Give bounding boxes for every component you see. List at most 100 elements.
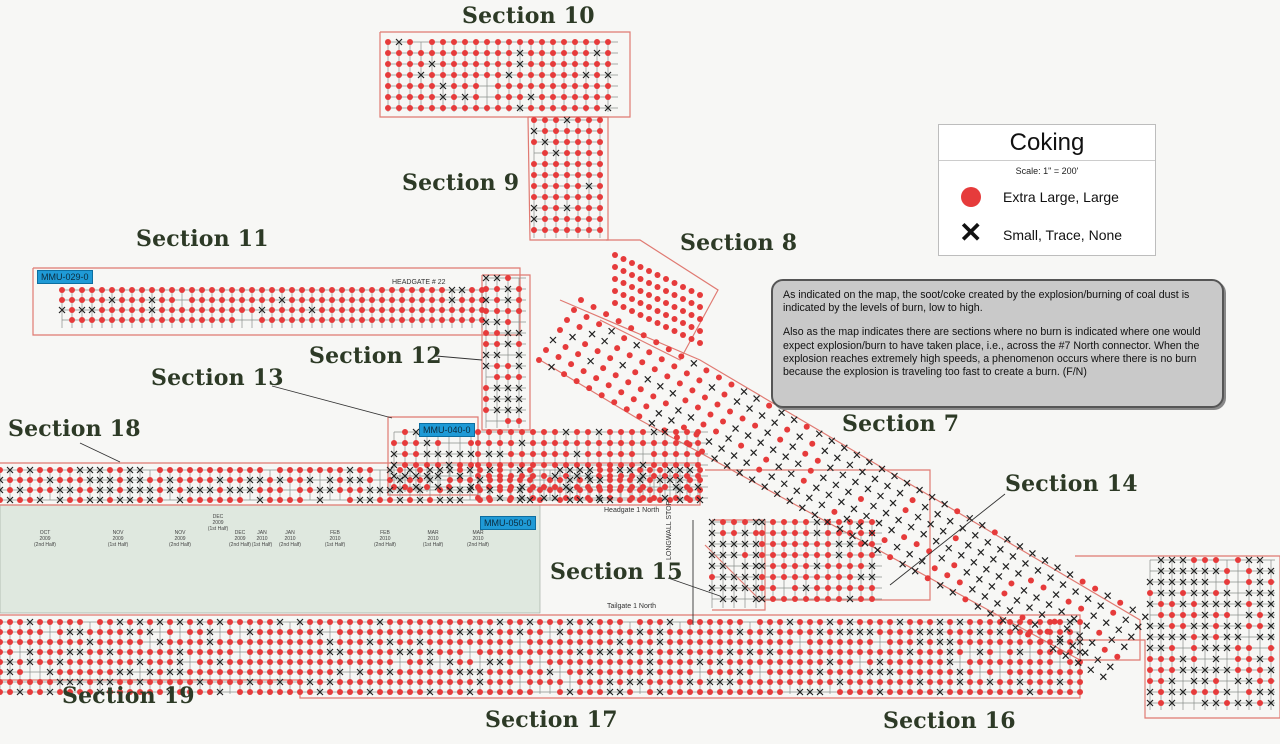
burn-marker xyxy=(137,629,143,635)
no-burn-marker xyxy=(1069,642,1077,650)
no-burn-marker xyxy=(306,476,314,484)
no-burn-marker xyxy=(956,668,964,676)
burn-marker xyxy=(657,467,663,473)
burn-marker xyxy=(237,669,243,675)
no-burn-marker xyxy=(216,688,224,696)
road-headgate-22: HEADGATE # 22 xyxy=(392,279,446,286)
burn-marker xyxy=(770,552,776,558)
burn-marker xyxy=(347,689,353,695)
burn-marker xyxy=(612,252,618,258)
no-burn-marker xyxy=(946,517,954,525)
no-burn-marker xyxy=(86,638,94,646)
burn-marker xyxy=(542,161,548,167)
burn-marker xyxy=(530,451,536,457)
no-burn-marker xyxy=(316,486,324,494)
burn-marker xyxy=(629,296,635,302)
burn-marker xyxy=(563,451,569,457)
burn-marker xyxy=(517,619,523,625)
burn-marker xyxy=(107,467,113,473)
no-burn-marker xyxy=(448,286,456,294)
burn-marker xyxy=(847,574,853,580)
burn-marker xyxy=(561,105,567,111)
burn-marker xyxy=(419,317,425,323)
burn-marker xyxy=(1202,557,1208,563)
burn-marker xyxy=(473,105,479,111)
no-burn-marker xyxy=(821,447,829,455)
burn-marker xyxy=(449,307,455,313)
no-burn-marker xyxy=(530,215,538,223)
no-burn-marker xyxy=(206,638,214,646)
burn-marker xyxy=(1246,689,1252,695)
no-burn-marker xyxy=(439,93,447,101)
burn-marker xyxy=(777,689,783,695)
no-burn-marker xyxy=(1034,567,1042,574)
no-burn-marker xyxy=(636,678,644,686)
no-burn-marker xyxy=(1267,699,1275,707)
no-burn-marker xyxy=(758,412,766,420)
no-burn-marker xyxy=(661,494,669,502)
burn-marker xyxy=(686,441,693,448)
burn-marker xyxy=(827,629,833,635)
burn-marker xyxy=(650,393,657,400)
burn-marker xyxy=(197,467,203,473)
burn-marker xyxy=(506,105,512,111)
no-burn-marker xyxy=(828,437,836,445)
burn-marker xyxy=(557,619,563,625)
burn-marker xyxy=(497,473,503,479)
no-burn-marker xyxy=(446,466,454,474)
burn-marker xyxy=(107,497,113,503)
burn-marker xyxy=(169,287,175,293)
no-burn-marker xyxy=(982,565,990,573)
burn-marker xyxy=(737,689,743,695)
burn-marker xyxy=(747,629,753,635)
burn-marker xyxy=(447,679,453,685)
no-burn-marker xyxy=(1212,655,1220,663)
no-burn-marker xyxy=(326,486,334,494)
no-burn-marker xyxy=(446,496,454,504)
burn-marker xyxy=(429,105,435,111)
burn-marker xyxy=(399,307,405,313)
burn-marker xyxy=(574,495,580,501)
no-burn-marker xyxy=(868,529,876,537)
no-burn-marker xyxy=(436,496,444,504)
no-burn-marker xyxy=(1157,644,1165,652)
burn-marker xyxy=(1191,689,1197,695)
burn-marker xyxy=(451,50,457,56)
burn-marker xyxy=(437,487,443,493)
burn-marker xyxy=(508,440,514,446)
no-burn-marker xyxy=(786,618,794,626)
no-burn-marker xyxy=(1190,589,1198,597)
burn-marker xyxy=(597,183,603,189)
burn-marker xyxy=(217,467,223,473)
no-burn-marker xyxy=(648,419,656,427)
burn-marker xyxy=(237,679,243,685)
burn-marker xyxy=(637,276,644,282)
burn-marker xyxy=(299,317,305,323)
no-burn-marker xyxy=(493,406,501,414)
burn-marker xyxy=(129,307,135,313)
burn-markers xyxy=(0,39,1274,706)
no-burn-marker xyxy=(1201,644,1209,652)
burn-marker xyxy=(687,659,693,665)
no-burn-marker xyxy=(1157,567,1165,575)
no-burn-marker xyxy=(793,487,801,495)
burn-marker xyxy=(867,679,873,685)
burn-marker xyxy=(179,307,185,313)
burn-marker xyxy=(267,477,273,483)
burn-marker xyxy=(640,440,646,446)
burn-marker xyxy=(159,287,165,293)
burn-marker xyxy=(197,649,203,655)
burn-marker xyxy=(299,307,305,313)
no-burn-marker xyxy=(56,658,64,666)
burn-marker xyxy=(508,473,514,479)
burn-marker xyxy=(347,639,353,645)
burn-marker xyxy=(507,659,513,665)
no-burn-marker xyxy=(106,486,114,494)
burn-marker xyxy=(607,451,613,457)
no-burn-marker xyxy=(1104,592,1112,600)
burn-marker xyxy=(537,649,543,655)
no-burn-marker xyxy=(1267,688,1275,696)
burn-marker xyxy=(369,297,375,303)
burn-marker xyxy=(47,659,53,665)
month-label: NOV 2009 (1st Half) xyxy=(107,530,129,548)
